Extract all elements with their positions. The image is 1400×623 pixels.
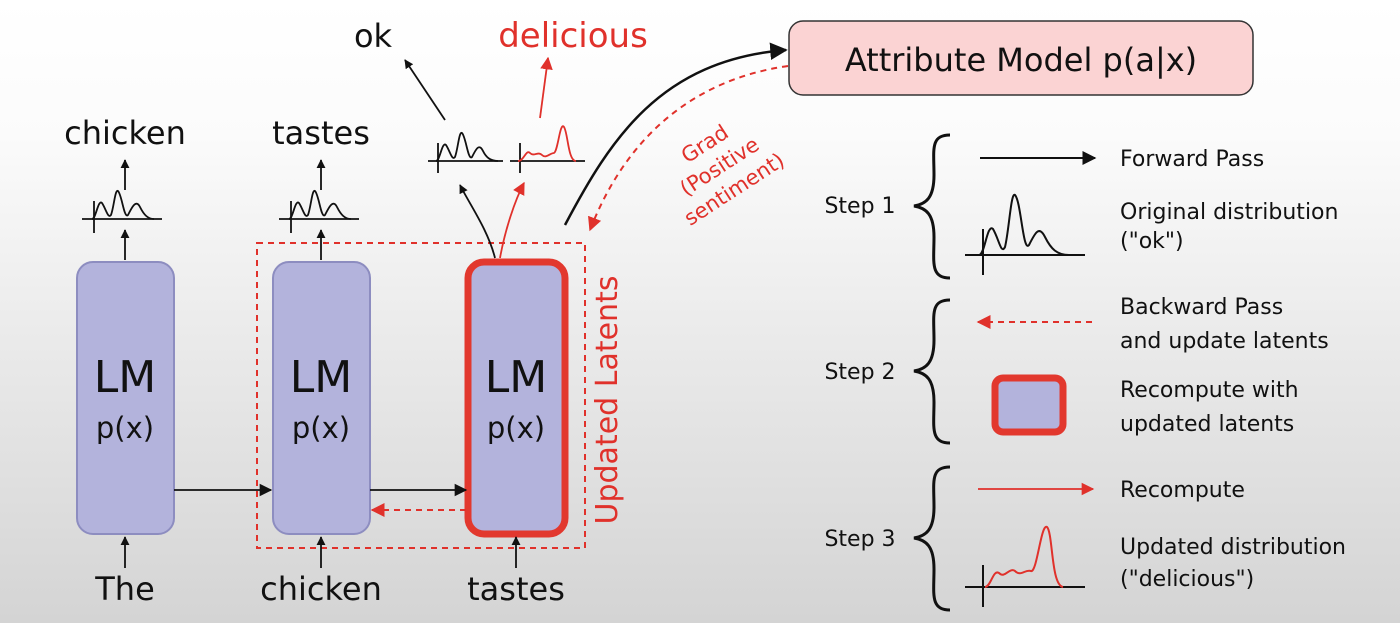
lm-block-2: LM p(x): [272, 261, 371, 535]
input-token-3: tastes: [467, 570, 565, 608]
lm-label: LM: [485, 352, 547, 403]
attribute-model-box: Attribute Model p(a|x): [788, 20, 1254, 96]
attribute-model-label: Attribute Model p(a|x): [845, 41, 1197, 79]
updated-distribution-sublabel: ("delicious"): [1120, 567, 1254, 592]
step-1-label: Step 1: [824, 194, 895, 219]
backward-pass-label: Backward Pass: [1120, 295, 1283, 320]
original-distribution-legend-icon: [965, 193, 1085, 275]
lm-label: LM: [94, 352, 156, 403]
original-distribution-sublabel: ("ok"): [1120, 229, 1184, 254]
updated-distribution-legend-icon: [965, 525, 1085, 607]
brace-step-3: [913, 465, 951, 612]
grad-label: Grad (Positive sentiment): [676, 120, 789, 230]
step-3-label: Step 3: [824, 527, 895, 552]
distribution-icon: [82, 190, 162, 233]
lm-block-1: LM p(x): [76, 261, 175, 535]
lm-block-3-updated: LM p(x): [464, 258, 569, 538]
recompute-label: Recompute: [1120, 478, 1245, 503]
lm3-to-updated-dist-arrow: [499, 181, 525, 259]
brace-step-2: [913, 298, 951, 445]
lm-sublabel: p(x): [292, 411, 350, 445]
updated-dist-to-delicious-arrow: [539, 56, 553, 119]
updated-latents-label: Updated Latents: [590, 276, 625, 525]
input-token-1: The: [94, 570, 155, 608]
output-token-2: tastes: [272, 114, 370, 152]
lm-sublabel: p(x): [96, 411, 154, 445]
output-token-original: ok: [354, 17, 393, 55]
backward-pass-sublabel: and update latents: [1120, 329, 1329, 354]
forward-pass-label: Forward Pass: [1120, 147, 1264, 172]
recompute-with-label: Recompute with: [1120, 378, 1299, 403]
original-distribution-icon: [428, 132, 503, 173]
original-distribution-label: Original distribution: [1120, 200, 1338, 225]
forward-to-attribute-arrow: [563, 42, 788, 226]
lm3-to-original-dist-arrow: [459, 184, 496, 259]
step-2-label: Step 2: [824, 360, 895, 385]
output-token-1: chicken: [64, 114, 186, 152]
updated-latents-region: [256, 242, 586, 549]
recompute-with-sublabel: updated latents: [1120, 412, 1294, 437]
gradient-backward-arrow: [588, 65, 789, 232]
brace-step-1: [913, 133, 951, 280]
lm-sublabel: p(x): [487, 411, 545, 445]
updated-distribution-icon: [510, 125, 585, 173]
updated-distribution-label: Updated distribution: [1120, 535, 1346, 560]
original-dist-to-ok-arrow: [404, 59, 446, 121]
updated-latents-box-icon: [991, 374, 1067, 436]
input-token-2: chicken: [260, 570, 382, 608]
legend: Step 1 Step 2 Step 3 Forward Pass Origin…: [824, 133, 1346, 612]
lm-label: LM: [290, 352, 352, 403]
output-token-updated: delicious: [498, 16, 648, 56]
distribution-icon: [279, 190, 359, 233]
